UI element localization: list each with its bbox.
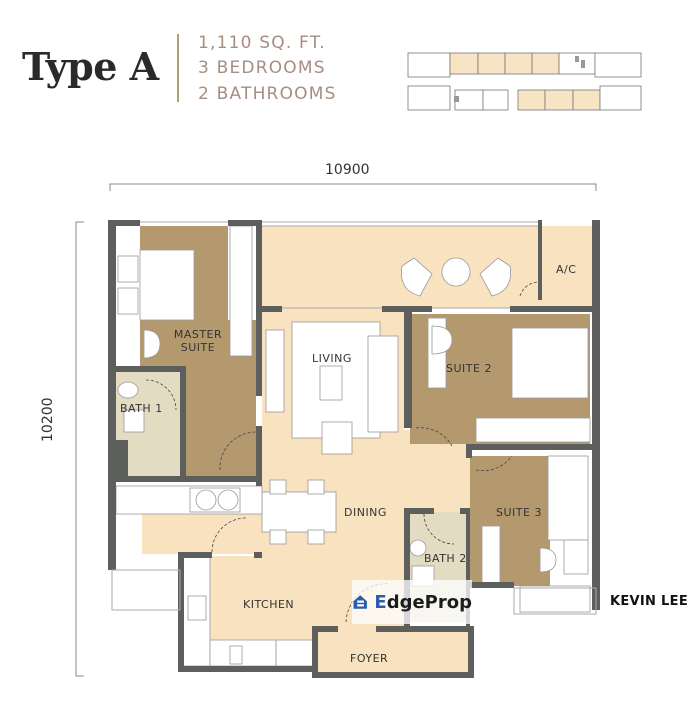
header-divider <box>177 34 179 102</box>
room-label-master-suite: MASTER SUITE <box>168 328 228 354</box>
room-label-suite2: SUITE 2 <box>446 362 492 375</box>
spec-bedrooms: 3 BEDROOMS <box>198 58 326 78</box>
room-label-living: LIVING <box>312 352 352 365</box>
room-label-foyer: FOYER <box>350 652 389 665</box>
height-dimension-label: 10200 <box>40 397 56 442</box>
room-label-ac: A/C <box>556 263 577 276</box>
spec-area: 1,110 SQ. FT. <box>198 33 326 53</box>
room-label-suite3: SUITE 3 <box>496 506 542 519</box>
unit-type-title: Type A <box>22 44 159 89</box>
edgeprop-logo-icon <box>353 595 367 609</box>
edgeprop-rest: dgeProp <box>386 591 472 613</box>
height-dimension-line <box>75 221 84 677</box>
room-label-kitchen: KITCHEN <box>243 598 295 611</box>
edgeprop-wordmark: EdgeProp <box>374 592 472 613</box>
master-suite-line1: MASTER <box>173 328 223 341</box>
edgeprop-e: E <box>374 591 387 613</box>
width-dimension-label: 10900 <box>325 162 370 178</box>
spec-bathrooms: 2 BATHROOMS <box>198 84 337 104</box>
room-label-bath2: BATH 2 <box>424 552 467 565</box>
floor-keyplan-icon <box>407 52 642 111</box>
edgeprop-watermark: EdgeProp <box>352 580 472 624</box>
width-dimension-line <box>109 183 597 191</box>
room-label-dining: DINING <box>344 506 387 519</box>
room-label-bath1: BATH 1 <box>120 402 163 415</box>
agent-name: KEVIN LEE <box>610 594 689 609</box>
master-suite-line2: SUITE <box>180 341 216 354</box>
